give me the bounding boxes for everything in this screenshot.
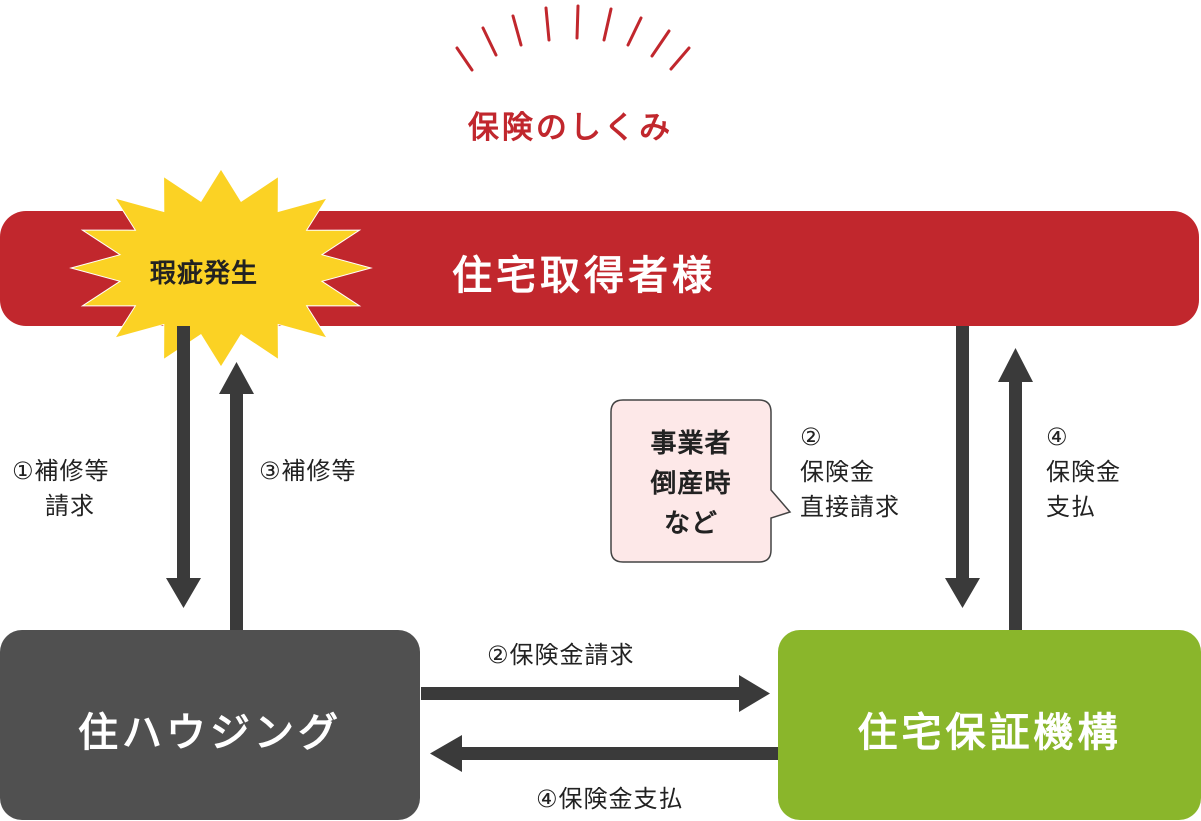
direct-claim-label: ② 保険金 直接請求	[800, 420, 900, 525]
claim-label: ②保険金請求	[487, 641, 635, 669]
repair-label: ③補修等	[259, 457, 357, 485]
direct-payment-arrow	[998, 348, 1033, 630]
payment-label: ④保険金支払	[536, 785, 684, 813]
guarantee-label: 住宅保証機構	[857, 710, 1122, 756]
title-rays	[455, 4, 691, 72]
direct-claim-line: 保険金	[800, 458, 875, 486]
homeowner-label: 住宅取得者様	[452, 253, 716, 299]
builder-box	[0, 630, 420, 820]
repair-request-line: ①補修等	[12, 457, 110, 485]
bubble-line: 事業者	[650, 429, 732, 459]
direct-claim-arrow	[945, 326, 980, 608]
guarantee-box	[778, 630, 1201, 820]
direct-payment-line: 保険金	[1046, 458, 1121, 486]
builder-label: 住ハウジング	[78, 710, 342, 756]
bubble-line: など	[663, 509, 718, 539]
direct-payment-line: ④	[1046, 423, 1069, 451]
repair-request-line: 請求	[45, 492, 95, 520]
defect-label: 瑕疵発生	[150, 259, 259, 289]
repair-request-arrow	[166, 326, 201, 608]
note-bubble	[610, 399, 792, 563]
diagram-title: 保険のしくみ	[467, 110, 674, 146]
direct-payment-line: 支払	[1046, 493, 1096, 521]
direct-claim-line: 直接請求	[800, 493, 900, 521]
repair-arrow	[219, 362, 254, 630]
bubble-text: 事業者 倒産時 など	[611, 424, 771, 544]
repair-request-label: ①補修等 請求	[12, 454, 110, 524]
payment-arrow	[430, 735, 778, 772]
direct-claim-line: ②	[800, 423, 823, 451]
defect-burst	[69, 168, 373, 368]
arrows	[166, 326, 1033, 772]
direct-payment-label: ④ 保険金 支払	[1046, 420, 1121, 525]
bubble-line: 倒産時	[650, 469, 732, 499]
claim-arrow	[421, 675, 770, 712]
